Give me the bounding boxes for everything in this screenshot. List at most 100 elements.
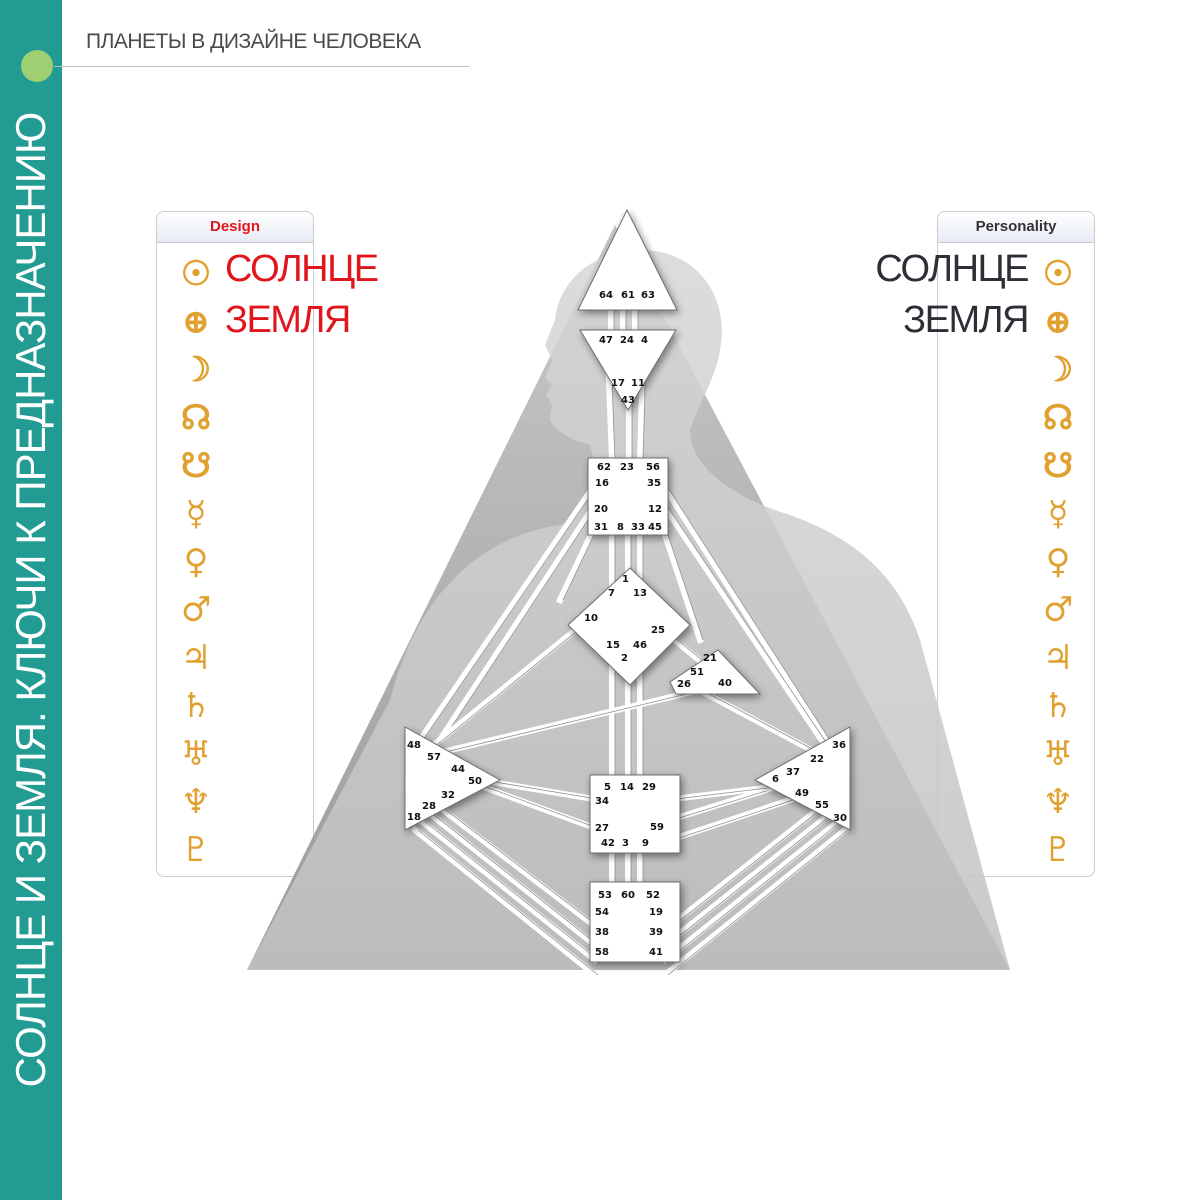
- channel-edge: [667, 829, 849, 976]
- gate-spleen-label: 48: [407, 740, 421, 751]
- gate-spleen-label: 28: [422, 801, 436, 812]
- channel: [426, 686, 704, 759]
- gate-throat-label: 20: [594, 504, 608, 515]
- gate-root-label: 39: [649, 927, 663, 938]
- gate-throat-label: 33: [631, 522, 645, 533]
- gate-throat-label: 62: [597, 462, 611, 473]
- pluto-icon: ♇: [1042, 830, 1074, 870]
- personality-planet-list: ☉⊕☽☊☋☿♀♂♃♄♅♆♇: [1038, 250, 1078, 874]
- gate-root-label: 38: [595, 927, 609, 938]
- personality-earth-label: ЗЕМЛЯ: [903, 299, 1029, 341]
- gate-solar-plexus-label: 6: [772, 774, 779, 785]
- gate-g-label: 7: [608, 588, 615, 599]
- channel: [425, 613, 595, 753]
- header-divider: [54, 66, 469, 67]
- gate-spleen-label: 32: [441, 790, 455, 801]
- venus-icon: ♀: [1045, 542, 1071, 582]
- north-node-icon: ☊: [1042, 398, 1074, 438]
- gate-g-label: 13: [633, 588, 647, 599]
- ajna-center: [579, 329, 677, 411]
- gate-ajna-label: 43: [621, 395, 635, 406]
- channel: [655, 475, 835, 750]
- gate-solar-plexus-label: 37: [786, 767, 800, 778]
- gate-spleen-label: 18: [407, 812, 421, 823]
- earth-icon: ⊕: [1043, 302, 1073, 342]
- channel: [476, 776, 604, 804]
- channel-edge: [432, 499, 602, 756]
- gate-throat-label: 56: [646, 462, 660, 473]
- gate-ajna-label: 17: [611, 378, 625, 389]
- gate-solar-plexus-label: 22: [810, 754, 824, 765]
- gate-root-label: 54: [595, 907, 609, 918]
- uranus-icon: ♅: [180, 734, 212, 774]
- gate-sacral-label: 59: [650, 822, 664, 833]
- g-center: [567, 567, 691, 686]
- channel: [415, 475, 603, 745]
- gate-root-label: 19: [649, 907, 663, 918]
- personality-panel: Personality ☉⊕☽☊☋☿♀♂♃♄♅♆♇: [937, 211, 1095, 877]
- gate-throat-label: 16: [595, 478, 609, 489]
- design-earth-label: ЗЕМЛЯ: [225, 299, 351, 341]
- gate-g-label: 15: [606, 640, 620, 651]
- gate-g-label: 1: [622, 574, 629, 585]
- root-center: [589, 881, 681, 963]
- gate-g-label: 25: [651, 625, 665, 636]
- channel: [660, 815, 845, 965]
- gate-solar-plexus-label: 55: [815, 800, 829, 811]
- gate-sacral-label: 3: [622, 838, 629, 849]
- gate-head-label: 63: [641, 290, 655, 301]
- neptune-icon: ♆: [180, 782, 212, 822]
- personality-panel-title: Personality: [938, 212, 1094, 243]
- sun-icon: ☉: [180, 254, 212, 294]
- head-center: [577, 208, 678, 311]
- channel-edge: [432, 799, 604, 931]
- gate-g-label: 2: [621, 653, 628, 664]
- mercury-icon: ☿: [185, 494, 207, 534]
- gate-heart-label: 51: [690, 667, 704, 678]
- channel: [660, 825, 850, 980]
- design-panel-title: Design: [157, 212, 313, 243]
- gate-ajna-label: 11: [631, 378, 645, 389]
- moon-icon: ☽: [180, 350, 212, 390]
- channel-edge: [422, 819, 599, 961]
- jupiter-icon: ♃: [180, 638, 212, 678]
- pluto-icon: ♇: [180, 830, 212, 870]
- design-sun-label: СОЛНЦЕ: [225, 248, 379, 290]
- gate-root-label: 60: [621, 890, 635, 901]
- gate-throat-label: 8: [617, 522, 624, 533]
- channel: [410, 825, 600, 980]
- gate-heart-label: 40: [718, 678, 732, 689]
- south-node-icon: ☋: [1042, 446, 1074, 486]
- channels-layer: [406, 297, 850, 980]
- channel: [415, 815, 600, 965]
- page-title: ПЛАНЕТЫ В ДИЗАЙНЕ ЧЕЛОВЕКА: [86, 30, 421, 53]
- south-node-icon: ☋: [180, 446, 212, 486]
- centers-layer: [404, 208, 851, 963]
- channel-edge: [432, 617, 594, 749]
- uranus-icon: ♅: [1042, 734, 1074, 774]
- gate-sacral-label: 5: [604, 782, 611, 793]
- channel: [655, 495, 840, 765]
- channel: [420, 805, 600, 950]
- gate-spleen-label: 57: [427, 752, 441, 763]
- channel-edge: [482, 779, 604, 801]
- gate-ajna-label: 4: [641, 335, 648, 346]
- gate-root-label: 53: [598, 890, 612, 901]
- gate-throat-label: 12: [648, 504, 662, 515]
- gate-g-label: 10: [584, 613, 598, 624]
- sacral-center: [589, 774, 681, 854]
- solar-plexus-center: [753, 726, 851, 831]
- north-node-icon: ☊: [180, 398, 212, 438]
- sidebar: СОЛНЦЕ И ЗЕМЛЯ. КЛЮЧИ К ПРЕДНАЗНАЧЕНИЮ: [0, 0, 62, 1200]
- gate-sacral-label: 34: [595, 796, 609, 807]
- mercury-icon: ☿: [1047, 494, 1069, 534]
- sun-icon: ☉: [1042, 254, 1074, 294]
- gate-solar-plexus-label: 30: [833, 813, 847, 824]
- gate-head-label: 64: [599, 290, 613, 301]
- gate-spleen-label: 44: [451, 764, 465, 775]
- gate-root-label: 41: [649, 947, 663, 958]
- earth-icon: ⊕: [181, 302, 211, 342]
- gate-throat-label: 35: [647, 478, 661, 489]
